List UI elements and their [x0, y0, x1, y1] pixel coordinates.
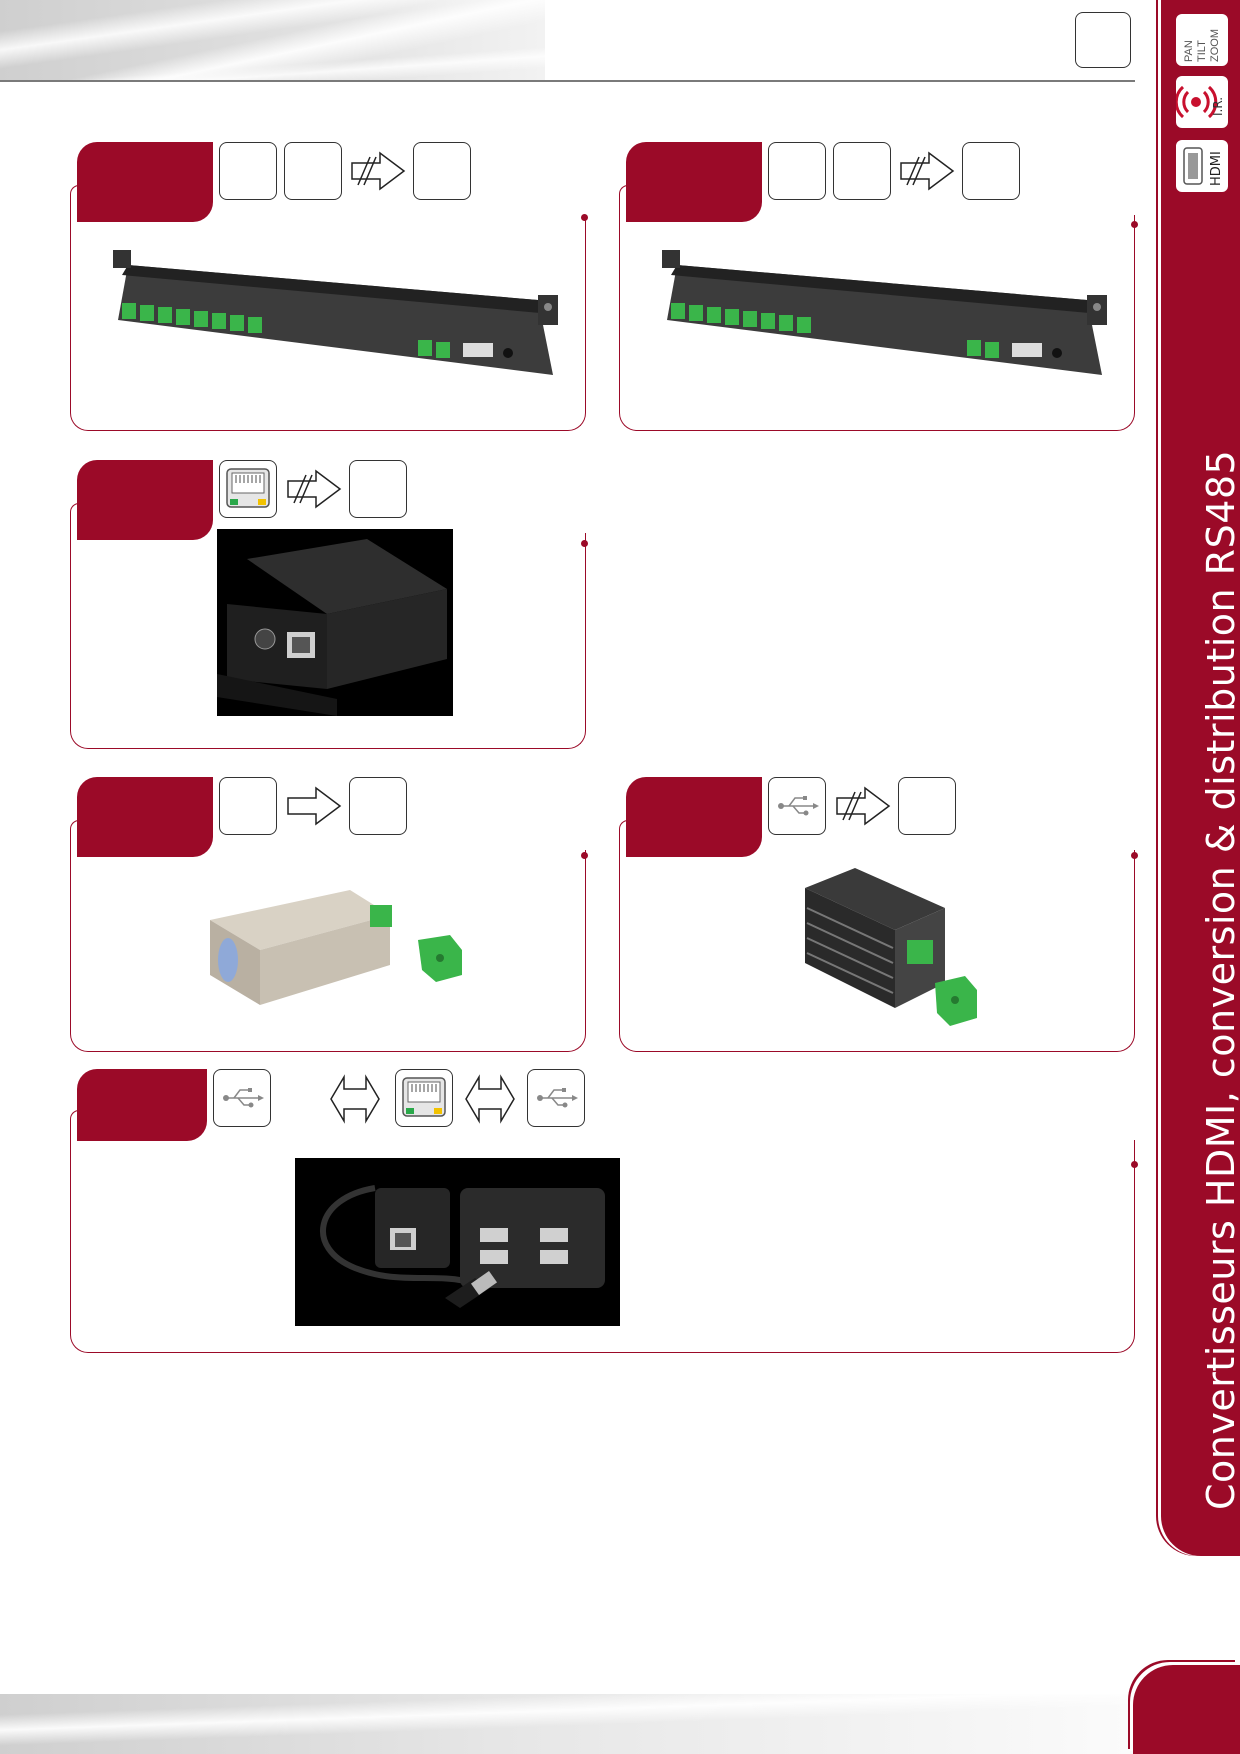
- db9-rs485-adapter-photo: [210, 890, 462, 1005]
- card-dot: [1131, 1161, 1138, 1168]
- connector-icon-1b: [284, 142, 342, 200]
- bidirectional-arrow-icon: [465, 1074, 515, 1124]
- product-tab-1: [77, 142, 213, 222]
- product-card-1: [70, 215, 586, 431]
- product-tab-4: [77, 777, 213, 857]
- rs485-distributor-photo: [113, 250, 558, 375]
- usb-rs485-isolated-converter-photo: [805, 868, 977, 1026]
- ethernet-icon: [219, 460, 277, 518]
- footer-decoration: [0, 1694, 1240, 1754]
- product-tab-3: [77, 460, 213, 540]
- rs485-distributor-photo: [662, 250, 1107, 375]
- connector-icon-2b: [833, 142, 891, 200]
- product-card-2: [619, 215, 1135, 431]
- arrow-icon: [287, 786, 342, 826]
- ptz-tilt: TILT: [1196, 40, 1208, 62]
- ethernet-icon: [395, 1069, 453, 1127]
- ptz-zoom: ZOOM: [1209, 29, 1221, 62]
- hdmi-label: HDMI: [1209, 151, 1224, 186]
- page-number-box: [1075, 12, 1131, 68]
- usb-icon: [768, 777, 826, 835]
- card-dot: [581, 540, 588, 547]
- sidebar-title: Convertisseurs HDMI, conversion & distri…: [1199, 449, 1240, 1510]
- isolated-arrow-icon: [351, 151, 406, 191]
- product-tab-5: [626, 777, 762, 857]
- bidirectional-arrow-icon: [330, 1074, 380, 1124]
- hdmi-icon[interactable]: HDMI: [1174, 138, 1230, 194]
- product-tab-6: [77, 1069, 207, 1141]
- ir-label: I.R.: [1211, 97, 1225, 116]
- usb-icon: [527, 1069, 585, 1127]
- ptz-icon[interactable]: PAN TILT ZOOM: [1174, 12, 1230, 68]
- connector-icon-3b: [349, 460, 407, 518]
- ethernet-converter-photo: [217, 529, 453, 716]
- product-card-6: [70, 1140, 1135, 1353]
- connector-icon-1a: [219, 142, 277, 200]
- connector-icon-2a: [768, 142, 826, 200]
- product-tab-2: [626, 142, 762, 222]
- product-card-3: [70, 533, 586, 749]
- isolated-arrow-icon: [836, 786, 891, 826]
- connector-icon-2c: [962, 142, 1020, 200]
- ptz-pan: PAN: [1183, 40, 1195, 62]
- header-decoration: [0, 0, 545, 80]
- card-dot: [1131, 852, 1138, 859]
- category-sidebar: [1158, 0, 1240, 1556]
- connector-icon-4b: [349, 777, 407, 835]
- connector-icon-4a: [219, 777, 277, 835]
- connector-icon-5b: [898, 777, 956, 835]
- header-rule: [0, 80, 1135, 82]
- ir-icon[interactable]: I.R.: [1174, 74, 1230, 130]
- isolated-arrow-icon: [287, 469, 342, 509]
- product-card-4: [70, 850, 586, 1052]
- usb-icon: [213, 1069, 271, 1127]
- product-card-5: [619, 850, 1135, 1052]
- card-dot: [581, 852, 588, 859]
- usb-extender-photo: [295, 1158, 620, 1326]
- isolated-arrow-icon: [900, 151, 955, 191]
- page-number-tab: [1133, 1665, 1240, 1754]
- card-dot: [1131, 221, 1138, 228]
- connector-icon-1c: [413, 142, 471, 200]
- card-dot: [581, 214, 588, 221]
